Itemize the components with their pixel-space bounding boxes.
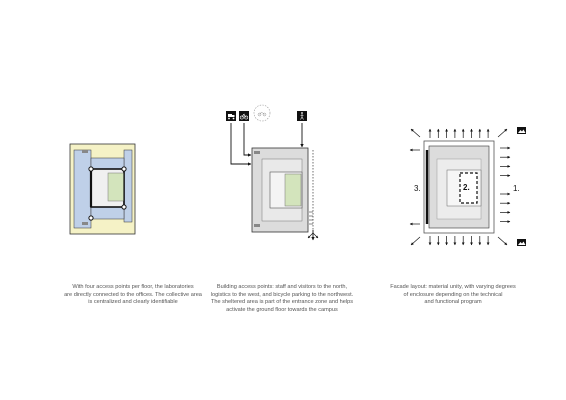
panel3-view-arrows bbox=[409, 128, 511, 246]
panel3-atrium-frame bbox=[459, 172, 478, 204]
panel1-caption: With four access points per floor, the l… bbox=[48, 284, 218, 307]
panel1-access-point-nw bbox=[88, 166, 94, 172]
caption-line: is centralized and clearly identifiable bbox=[88, 299, 178, 306]
panel1-lab-left bbox=[73, 149, 92, 229]
panel2-sheltered-area bbox=[307, 150, 319, 241]
caption-line: logistics to the west, and bicycle parki… bbox=[210, 291, 354, 298]
caption-line: Facade layout: material unity, with vary… bbox=[390, 284, 516, 290]
panel1-floor-plan bbox=[69, 143, 136, 235]
landscape-view-icon bbox=[517, 239, 526, 246]
view-arrow bbox=[497, 236, 508, 246]
panel2-collective-area bbox=[284, 173, 302, 207]
panel1-office-bottom bbox=[90, 206, 125, 220]
panel2-caption: Building access points: staff and visito… bbox=[197, 284, 367, 314]
caption-line: of enclosure depending on the technical bbox=[403, 291, 503, 298]
panel3-facade-layout: 3. 2. 1. bbox=[409, 127, 526, 246]
caption-line: activate the ground floor towards the ca… bbox=[226, 306, 338, 313]
panel1-office-top bbox=[90, 157, 125, 170]
panel2-access-plan bbox=[226, 104, 319, 241]
truck-icon bbox=[226, 111, 236, 121]
panel1-lab-right bbox=[123, 149, 133, 223]
bicycle-parking-icon bbox=[253, 104, 271, 122]
panel3-label-right: 1. bbox=[513, 184, 520, 193]
caption-line: and functional program bbox=[424, 299, 482, 306]
panel2-logistics-arrow bbox=[230, 123, 252, 166]
caption-line: are directly connected to the offices. T… bbox=[64, 291, 202, 298]
panel3-caption: Facade layout: material unity, with vary… bbox=[368, 284, 538, 307]
panel3-label-left: 3. bbox=[414, 184, 421, 193]
pedestrian-icon bbox=[297, 111, 307, 121]
view-arrow bbox=[410, 128, 421, 138]
caption-line: The sheltered area is part of the entran… bbox=[210, 299, 354, 306]
panel1-access-point-se bbox=[121, 204, 127, 210]
bicycle-icon bbox=[239, 111, 249, 121]
panel1-collective-area bbox=[107, 172, 125, 202]
caption-line: Building access points: staff and visito… bbox=[216, 284, 348, 290]
landscape-view-icon bbox=[517, 127, 526, 134]
panel1-access-point-sw bbox=[88, 215, 94, 221]
view-arrow bbox=[497, 128, 508, 138]
caption-line: With four access points per floor, the l… bbox=[72, 284, 194, 290]
panel1-access-point-ne bbox=[121, 166, 127, 172]
panel3-label-center: 2. bbox=[463, 183, 470, 192]
view-arrow bbox=[410, 236, 421, 246]
panel2-bicycle-arrow bbox=[243, 123, 252, 157]
